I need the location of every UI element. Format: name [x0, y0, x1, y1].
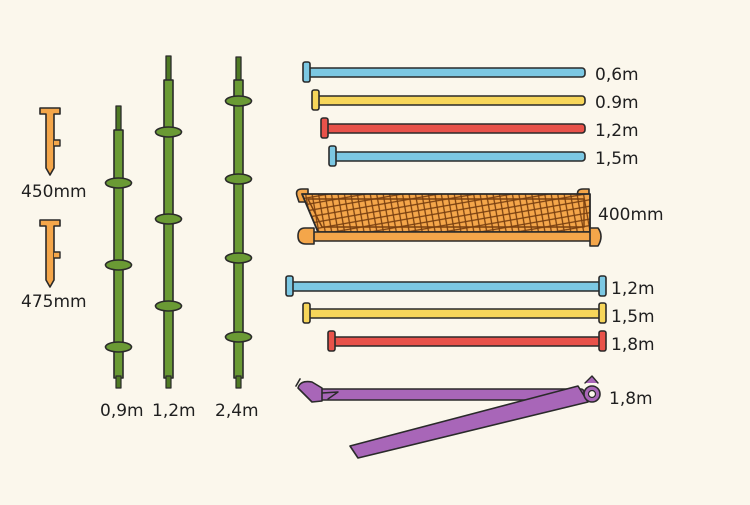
diagonal-brace	[295, 375, 601, 459]
base-jack-475	[39, 219, 61, 288]
transom-1-2m-label: 1,2m	[595, 121, 639, 141]
ledger-1-5m-label: 1,5m	[611, 307, 655, 327]
transom-0-6m-label: 0,6m	[595, 65, 639, 85]
transom-1-5m	[328, 145, 586, 167]
transom-0-9m-label: 0.9m	[595, 93, 639, 113]
standard-0-9m-label: 0,9m	[100, 401, 144, 421]
transom-0-9m	[311, 89, 586, 111]
ledger-1-8m-label: 1,8m	[611, 335, 655, 355]
standard-2-4m-label: 2,4m	[215, 401, 259, 421]
ledger-1-2m-label: 1,2m	[611, 279, 655, 299]
standard-0-9m	[104, 105, 133, 389]
base-jack-450	[39, 107, 61, 176]
diagonal-brace-label: 1,8m	[609, 389, 653, 409]
base-jack-450-label: 450mm	[21, 182, 87, 202]
transom-0-6m	[302, 61, 586, 83]
platform-label: 400mm	[598, 205, 664, 225]
standard-2-4m	[224, 56, 253, 389]
platform-deck	[295, 188, 602, 247]
ledger-1-5m	[302, 302, 607, 324]
transom-1-2m	[320, 117, 586, 139]
transom-1-5m-label: 1,5m	[595, 149, 639, 169]
standard-1-2m	[154, 55, 183, 389]
base-jack-475-label: 475mm	[21, 292, 87, 312]
standard-1-2m-label: 1,2m	[152, 401, 196, 421]
ledger-1-8m	[327, 330, 607, 352]
ledger-1-2m	[285, 275, 607, 297]
